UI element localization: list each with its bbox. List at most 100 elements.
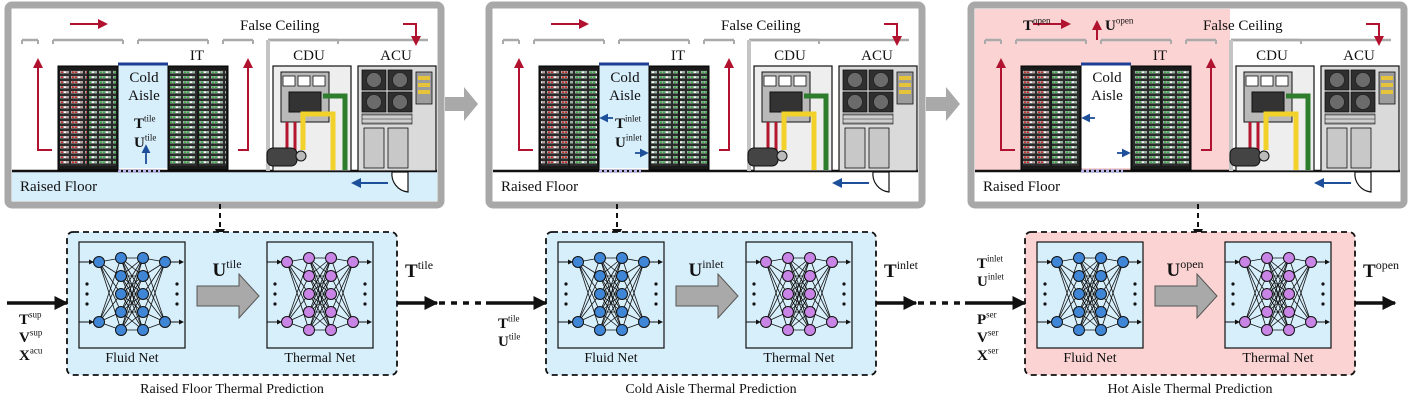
raised-floor-label: Raised Floor: [983, 179, 1060, 195]
acu-door-left: [363, 127, 385, 169]
input-upper-var-sup: inlet: [987, 254, 1003, 264]
output-var-sup: tile: [418, 258, 433, 272]
mid-var: Utile: [212, 257, 241, 281]
thermal-net-node: [325, 252, 337, 264]
input-var-base: T: [19, 312, 29, 328]
aisle-var-sup: inlet: [626, 133, 642, 143]
fluid-net-edge: [142, 261, 166, 295]
cdu-gauge: [1275, 75, 1289, 87]
prediction-caption: Hot Aisle Thermal Prediction: [1108, 382, 1273, 397]
top-var-base: U: [1105, 18, 1116, 34]
input-var: Ttile: [498, 314, 520, 332]
mid-var-sup: inlet: [702, 257, 724, 271]
input-var-sup: sup: [29, 310, 42, 320]
thermal-net-node: [325, 270, 337, 282]
thermal-net-node: [281, 316, 293, 328]
thermal-net-node: [826, 256, 838, 268]
thermal-net-edge: [1266, 275, 1290, 331]
fluid-net-ellipsis: [1043, 302, 1047, 306]
fluid-net-ellipsis: [654, 282, 658, 286]
thermal-net-node: [325, 288, 337, 300]
cdu-pump: [1229, 147, 1261, 167]
input-var-sup: tile: [508, 314, 520, 324]
thermal-net-node: [1305, 316, 1317, 328]
fluid-net-ellipsis: [564, 282, 568, 286]
latent-arrow: [1154, 272, 1218, 320]
fluid-net-label: Fluid Net: [105, 351, 158, 366]
output-var-sup: open: [1376, 258, 1399, 272]
acu-label: ACU: [1343, 48, 1375, 64]
partition-wall: [747, 40, 751, 171]
thermal-net-edge: [330, 275, 354, 323]
output-var-sup: inlet: [897, 258, 919, 272]
thermal-net-edge: [1244, 261, 1268, 313]
fluid-net-node: [1095, 252, 1107, 264]
fluid-net-ellipsis: [564, 292, 568, 296]
input-var: Pser: [977, 310, 997, 328]
thermal-net-ellipsis: [1231, 302, 1235, 306]
aisle-var-sup: tile: [144, 114, 156, 124]
acu-vent: [1324, 113, 1376, 125]
server-rack-right-col-b: [1162, 70, 1189, 166]
fluid-net-node: [115, 270, 127, 282]
ceiling-down-arrow: [884, 23, 902, 46]
fluid-net-node: [594, 288, 606, 300]
fluid-net-edge: [142, 275, 166, 323]
cdu-gauge: [312, 75, 326, 87]
fluid-net-node: [115, 288, 127, 300]
fluid-net-node: [572, 256, 584, 268]
thermal-net-edge: [765, 261, 789, 331]
thermal-net-edge: [787, 275, 811, 331]
fluid-net-edge: [1056, 261, 1080, 295]
fluid-net-node: [159, 256, 171, 268]
thermal-net-node: [303, 270, 315, 282]
fluid-net-edge: [577, 261, 601, 295]
acu-fan: [1355, 72, 1371, 88]
input-var-base: T: [498, 316, 508, 332]
aisle-var: Uinlet: [615, 133, 642, 151]
output-var: Topen: [1363, 258, 1399, 282]
input-upper-var-base: T: [977, 256, 987, 272]
thermal-net-ellipsis: [1231, 292, 1235, 296]
thermal-net-edge: [1244, 261, 1268, 331]
fluid-net-node: [1073, 306, 1085, 318]
fluid-net-edge: [98, 261, 122, 313]
cdu-gauge: [778, 75, 792, 87]
thermal-net-ellipsis: [752, 282, 756, 286]
fluid-net-node: [93, 256, 105, 268]
thermal-net-node: [325, 324, 337, 336]
thermal-net-node: [826, 316, 838, 328]
aisle-var: Tinlet: [615, 114, 642, 132]
fluid-net-ellipsis: [1133, 282, 1137, 286]
acu-vent: [361, 113, 413, 125]
thermal-net-edge: [308, 257, 332, 313]
fluid-net-label: Fluid Net: [584, 351, 637, 366]
thermal-net-node: [804, 270, 816, 282]
false-ceiling-label: False Ceiling: [1203, 18, 1283, 34]
fluid-net-edge: [98, 257, 122, 323]
input-var-sup: ser: [988, 346, 999, 356]
acu-fan: [392, 72, 408, 88]
fluid-net-edge: [599, 257, 623, 313]
fluid-net-edge: [1100, 261, 1124, 295]
fluid-net-ellipsis: [175, 292, 179, 296]
thermal-net-node: [782, 288, 794, 300]
it-label: IT: [671, 48, 685, 64]
aisle-var-base: T: [134, 116, 144, 132]
fluid-net-node: [137, 324, 149, 336]
mid-var-base: U: [212, 260, 226, 281]
thermal-net-edge: [809, 261, 833, 331]
fluid-net-edge: [1056, 257, 1080, 323]
thermal-net-edge: [286, 261, 310, 331]
thermal-net-edge: [809, 261, 833, 313]
thermal-net-edge: [1266, 257, 1290, 331]
hot-rise-arrow-right: [1201, 58, 1216, 151]
acu-door-right: [1350, 127, 1372, 169]
acu-floor-vent: [1354, 171, 1372, 193]
thermal-net-ellipsis: [363, 302, 367, 306]
panel-flow-arrow: [926, 87, 960, 121]
fluid-net-node: [1051, 256, 1063, 268]
fluid-net-node: [1117, 256, 1129, 268]
